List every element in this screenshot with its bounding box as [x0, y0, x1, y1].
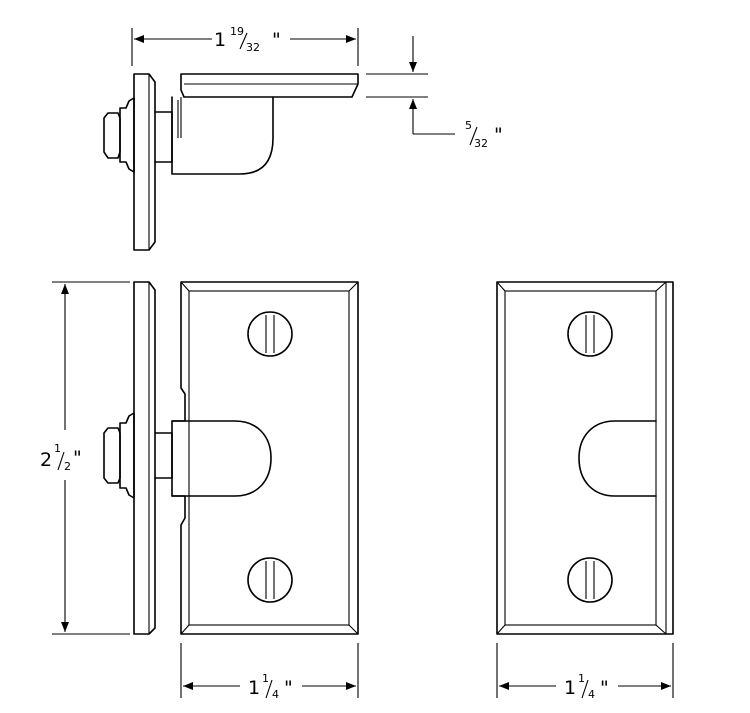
top-width-whole: 1: [214, 29, 226, 51]
thickness-denominator: 32: [474, 137, 488, 150]
screw-icon: [567, 557, 613, 603]
back-view-leaf: [496, 281, 674, 635]
width-left-denominator: 4: [272, 688, 279, 701]
width-left-numerator: 1: [262, 672, 269, 685]
height-denominator: 2: [64, 460, 71, 473]
screw-icon: [247, 557, 293, 603]
width-right-unit: ": [600, 677, 609, 699]
front-view-side-profile: [103, 281, 173, 635]
height-unit: ": [73, 447, 82, 469]
screw-icon: [567, 311, 613, 357]
thickness-unit: ": [494, 124, 503, 146]
width-left-unit: ": [284, 677, 293, 699]
top-width-unit: ": [272, 29, 281, 51]
top-width-numerator: 19: [230, 25, 244, 38]
front-view-left-leaf: [171, 281, 359, 635]
width-left-whole: 1: [248, 677, 260, 699]
width-right-numerator: 1: [578, 672, 585, 685]
thickness-numerator: 5: [465, 119, 472, 132]
height-numerator: 1: [54, 442, 61, 455]
dimension-top-width: 1 19 32 ": [131, 25, 359, 66]
dimension-width-right: 1 1 4 ": [496, 643, 674, 701]
dimension-height: 2 1 2 ": [40, 281, 130, 635]
height-whole: 2: [40, 449, 52, 471]
top-view: [103, 73, 359, 251]
width-right-denominator: 4: [588, 688, 595, 701]
dimension-thickness: 5 32 ": [366, 36, 503, 150]
dimension-width-left: 1 1 4 ": [180, 643, 359, 701]
width-right-whole: 1: [564, 677, 576, 699]
screw-icon: [247, 311, 293, 357]
top-width-denominator: 32: [246, 41, 260, 54]
